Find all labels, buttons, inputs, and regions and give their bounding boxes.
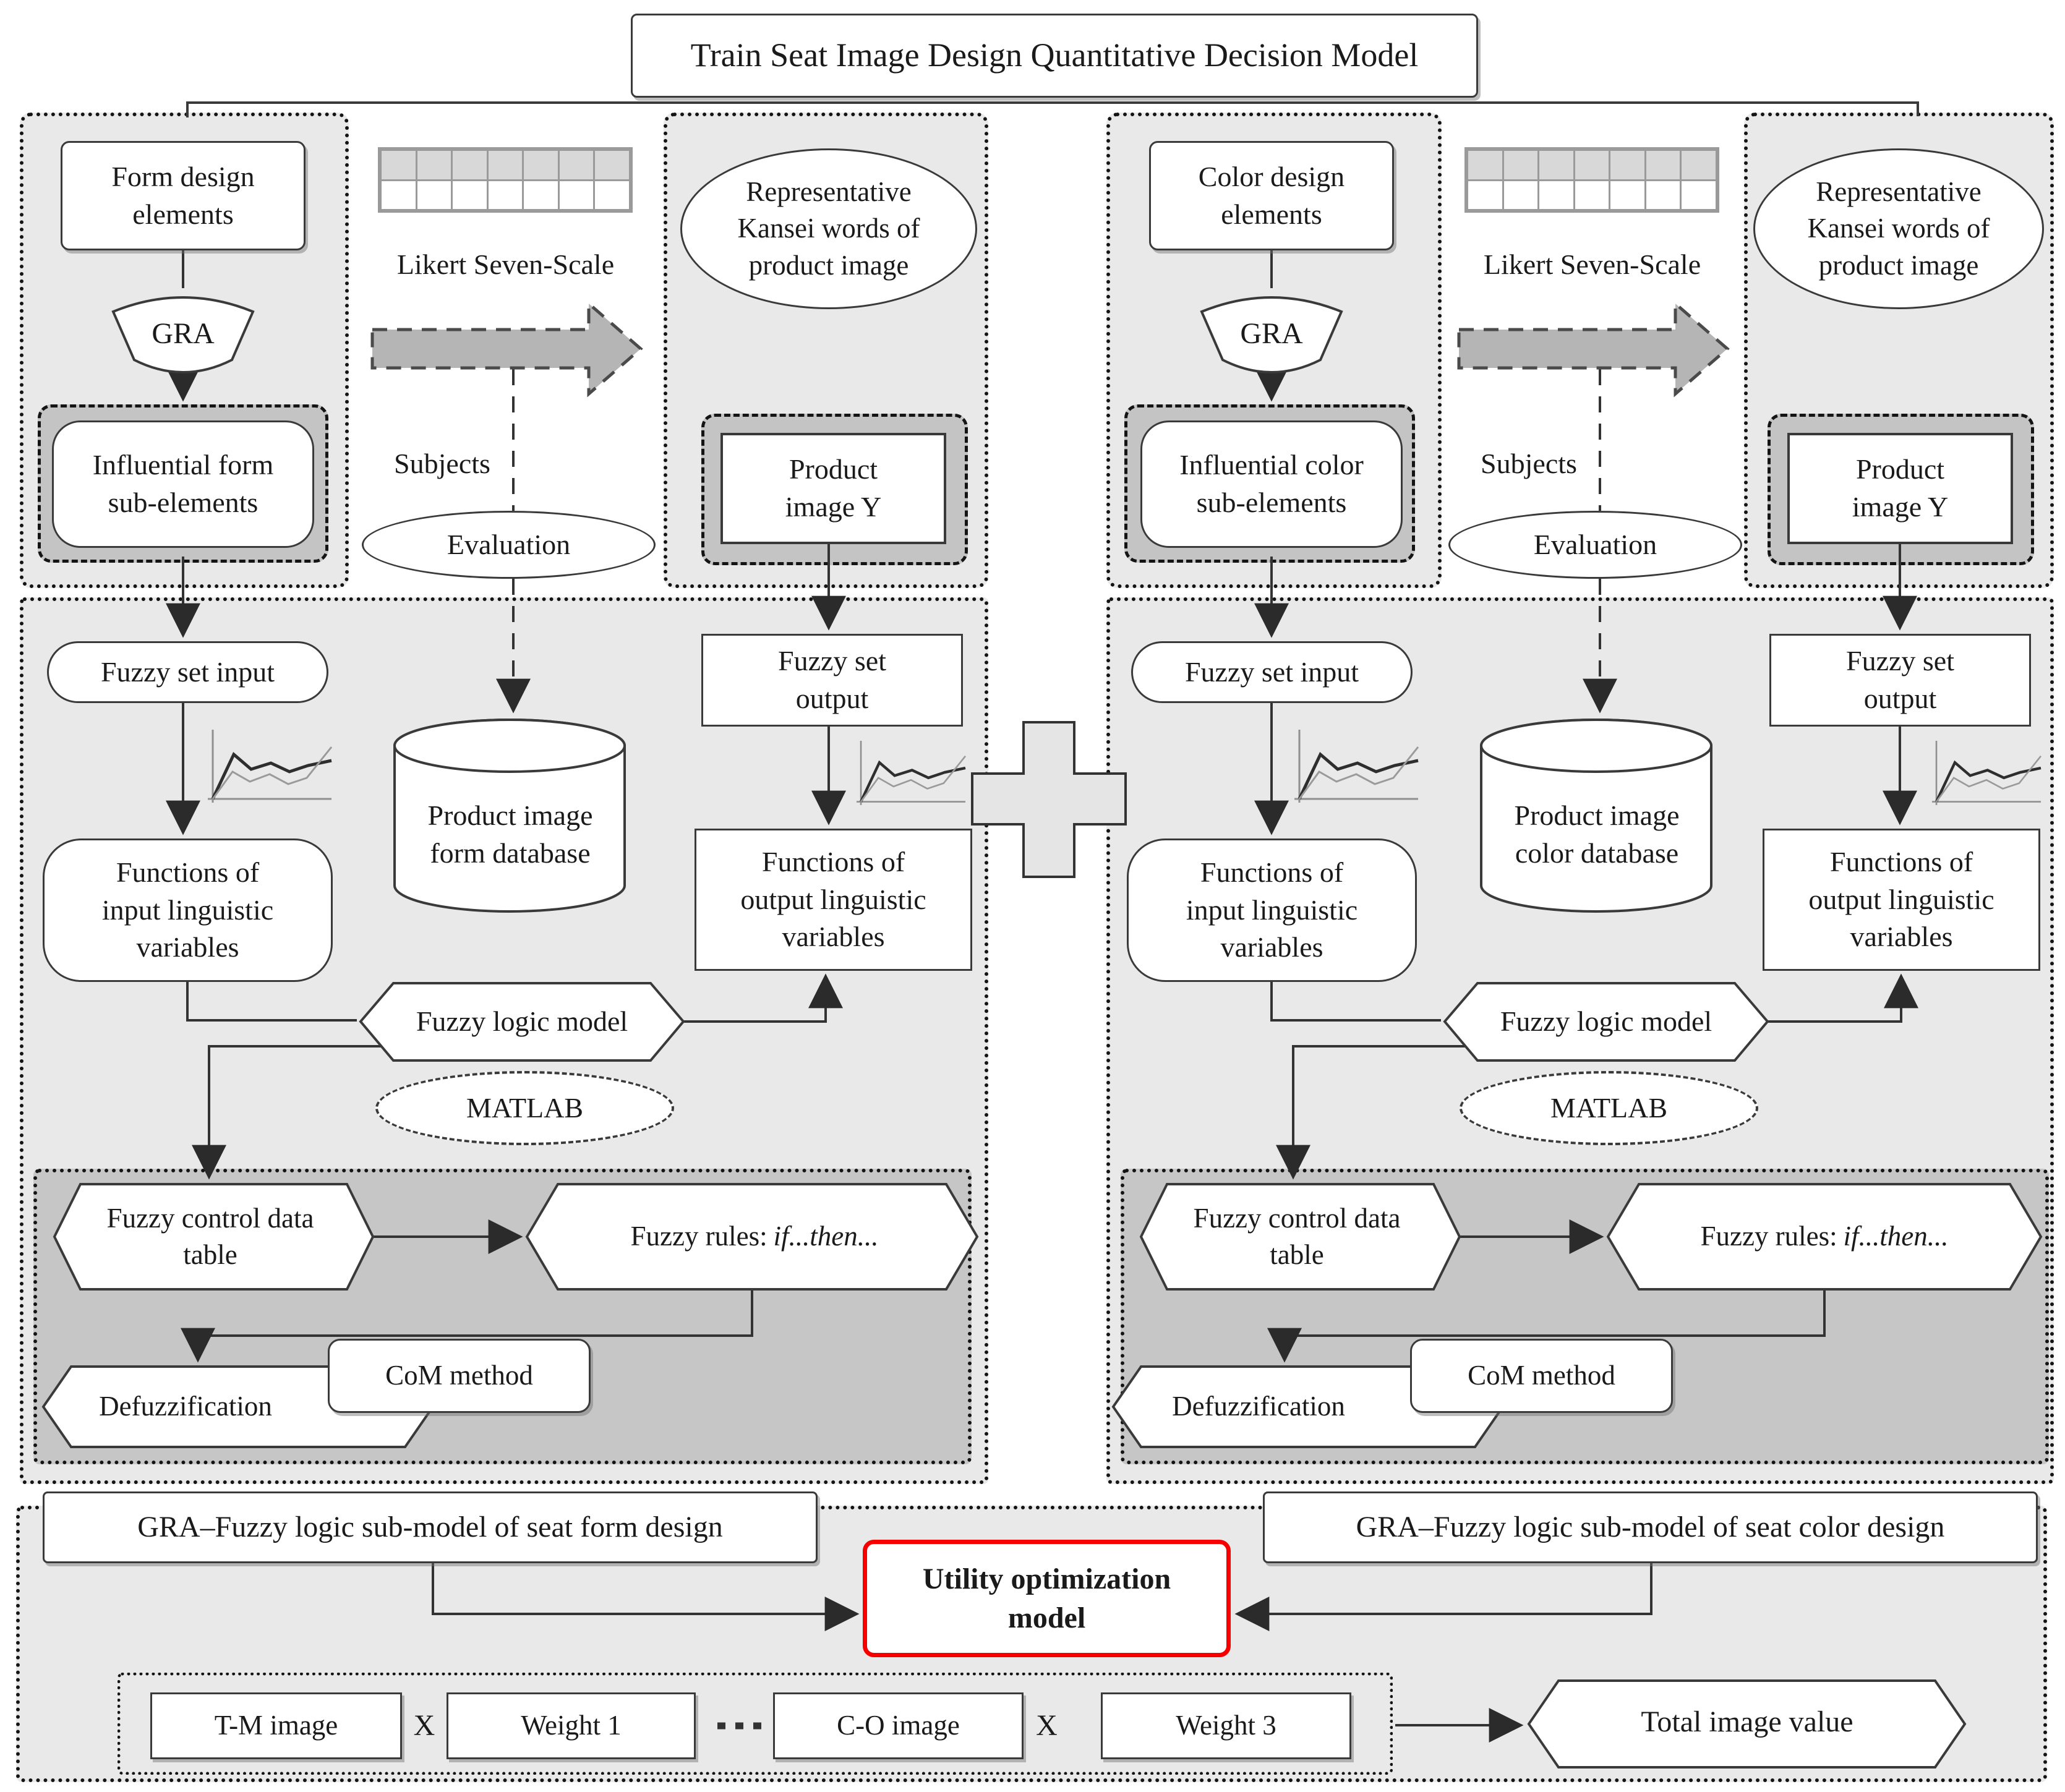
- hexagon-fuzzy-rules-color: [1606, 1183, 2043, 1291]
- form-design-elements-box: Form design elements: [61, 141, 306, 250]
- gra-label-form: GRA: [152, 317, 215, 351]
- functions-input-box-color: Functions of input linguistic variables: [1127, 838, 1417, 982]
- color-design-elements-box: Color design elements: [1149, 141, 1394, 250]
- connector-submodel-color-to-utility: [1234, 1563, 1652, 1631]
- fuzzy-control-label-form: Fuzzy control data table: [106, 1202, 314, 1270]
- times-sign-2: X: [1036, 1709, 1058, 1743]
- connector-rules-to-defuzz-r: [1267, 1289, 1826, 1363]
- matlab-ellipse-form: MATLAB: [375, 1071, 674, 1145]
- database-cylinder-form: [393, 719, 626, 913]
- kansei-words-ellipse-form: Representative Kansei words of product i…: [680, 148, 977, 309]
- influential-color-sub-elements-box: Influential color sub-elements: [1140, 420, 1403, 548]
- defuzzification-label-color: Defuzzification: [1172, 1391, 1345, 1422]
- gra-label-color: GRA: [1240, 317, 1303, 351]
- product-image-y-box-form: Product image Y: [720, 433, 946, 544]
- tm-image-box: T-M image: [150, 1692, 402, 1759]
- utility-optimization-model-box: Utility optimization model: [863, 1540, 1231, 1657]
- evaluation-ellipse-form: Evaluation: [362, 511, 656, 579]
- weight-1-box: Weight 1: [447, 1692, 696, 1759]
- database-label-color: Product image color database: [1514, 800, 1680, 869]
- plus-icon: [971, 721, 1127, 878]
- page-title: Train Seat Image Design Quantitative Dec…: [631, 14, 1478, 98]
- com-method-box-color: CoM method: [1410, 1339, 1673, 1413]
- gra-fan-shape-form: [111, 296, 255, 373]
- likert-label-form: Likert Seven-Scale: [396, 248, 615, 280]
- membership-chart-icon-3: [1294, 730, 1419, 803]
- submodel-box-form: GRA–Fuzzy logic sub-model of seat form d…: [43, 1491, 818, 1563]
- fuzzy-rules-italic-form: if...then...: [773, 1221, 879, 1252]
- hexagon-fuzzy-rules-form: [525, 1183, 979, 1291]
- membership-chart-icon-1: [208, 730, 333, 803]
- likert-scale-table-form: [378, 147, 633, 213]
- connector-flm-to-fuzzycontrol: [192, 1045, 387, 1180]
- likert-scale-table-color: [1464, 147, 1719, 213]
- matlab-ellipse-color: MATLAB: [1460, 1071, 1758, 1145]
- influential-form-sub-elements-box: Influential form sub-elements: [52, 420, 314, 548]
- membership-chart-icon-2: [857, 741, 967, 805]
- fuzzy-rules-label-form: Fuzzy rules:if...then...: [544, 1197, 965, 1277]
- database-cylinder-color: [1480, 719, 1712, 913]
- connector-rules-to-defuzz: [181, 1289, 753, 1363]
- times-sign-1: X: [413, 1709, 435, 1743]
- hexagon-fuzzy-control-form: [53, 1183, 375, 1291]
- fuzzy-set-input-box-form: Fuzzy set input: [47, 641, 328, 703]
- connector-flm-to-funcout-r: [1768, 973, 1918, 1023]
- submodel-box-color: GRA–Fuzzy logic sub-model of seat color …: [1263, 1491, 2038, 1563]
- connector-submodel-form-to-utility: [432, 1563, 860, 1631]
- weight-3-box: Weight 3: [1101, 1692, 1351, 1759]
- functions-output-box-color: Functions of output linguistic variables: [1763, 829, 2040, 971]
- database-label-form: Product image form database: [427, 800, 593, 869]
- kansei-words-ellipse-color: Representative Kansei words of product i…: [1753, 148, 2044, 309]
- likert-flow-arrow-icon-color: [1457, 300, 1730, 398]
- connector-title: [186, 101, 1919, 117]
- fuzzy-rules-label-color: Fuzzy rules:if...then...: [1620, 1197, 2029, 1277]
- fuzzy-set-output-box-color: Fuzzy set output: [1769, 634, 2031, 727]
- hexagon-fuzzy-logic-model-form: [359, 982, 685, 1062]
- likert-flow-arrow-icon-form: [370, 300, 643, 398]
- connector-flm-to-funcout: [683, 973, 843, 1023]
- connector-flm-to-fuzzycontrol-r: [1276, 1045, 1471, 1180]
- fuzzy-rules-italic-color: if...then...: [1843, 1221, 1949, 1252]
- fuzzy-logic-model-label-form: Fuzzy logic model: [416, 1005, 628, 1038]
- fuzzy-control-label-color: Fuzzy control data table: [1193, 1202, 1401, 1270]
- hexagon-total-image-value: [1527, 1679, 1967, 1769]
- total-image-value-label: Total image value: [1641, 1705, 1853, 1739]
- subjects-label-form: Subjects: [394, 447, 490, 479]
- hexagon-fuzzy-logic-model-color: [1443, 982, 1769, 1062]
- connector-functions-to-flm: [186, 982, 357, 1022]
- co-image-box: C-O image: [773, 1692, 1024, 1759]
- connector-functions-to-flm-r: [1270, 982, 1441, 1022]
- com-method-box-form: CoM method: [328, 1339, 591, 1413]
- product-image-y-box-color: Product image Y: [1787, 433, 2013, 544]
- defuzzification-label-form: Defuzzification: [99, 1391, 272, 1422]
- membership-chart-icon-4: [1932, 741, 2042, 805]
- fuzzy-set-output-box-form: Fuzzy set output: [701, 634, 963, 727]
- fuzzy-logic-model-label-color: Fuzzy logic model: [1500, 1005, 1712, 1038]
- evaluation-ellipse-color: Evaluation: [1448, 511, 1742, 579]
- box-weighted-sum: [118, 1673, 1393, 1775]
- fuzzy-rules-prefix-color: Fuzzy rules:: [1700, 1221, 1837, 1252]
- hexagon-fuzzy-control-color: [1139, 1183, 1461, 1291]
- fuzzy-set-input-box-color: Fuzzy set input: [1131, 641, 1413, 703]
- gra-fan-shape-color: [1200, 296, 1343, 373]
- likert-label-color: Likert Seven-Scale: [1483, 248, 1701, 280]
- functions-output-box-form: Functions of output linguistic variables: [695, 829, 972, 971]
- subjects-label-color: Subjects: [1481, 447, 1577, 479]
- functions-input-box-form: Functions of input linguistic variables: [43, 838, 333, 982]
- fuzzy-rules-prefix-form: Fuzzy rules:: [630, 1221, 767, 1252]
